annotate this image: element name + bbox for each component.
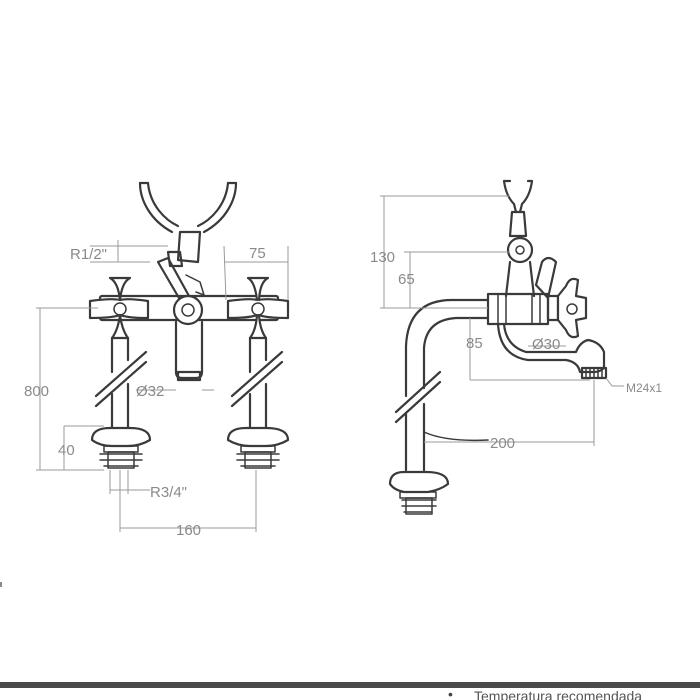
front-left-foot: [90, 426, 152, 469]
dim-75-label: 75: [249, 245, 266, 262]
dim-800-label: 800: [24, 383, 49, 400]
front-right-foot: [226, 426, 290, 469]
front-shower-holder: [138, 181, 238, 234]
side-break-lines: [394, 370, 442, 424]
front-left-cross-handle: [88, 276, 150, 340]
dim-130-label: 130: [370, 249, 395, 266]
dim-r34-label: R3/4": [150, 484, 187, 501]
front-right-leg: [248, 336, 268, 430]
front-left-leg: [110, 336, 130, 430]
side-body-block: [486, 292, 550, 326]
side-view: 130 65 85 Ø30 M24x1 200: [370, 179, 662, 515]
front-dimension-lines: [36, 240, 289, 532]
dim-65-label: 65: [398, 271, 415, 288]
dim-160-label: 160: [176, 522, 201, 539]
front-break-lines: [94, 350, 284, 408]
side-riser-pipe: [404, 298, 490, 472]
front-right-cross-handle: [226, 276, 290, 340]
footer-bullet: •: [448, 688, 453, 700]
side-diverter-lever: [534, 256, 558, 300]
dim-40-label: 40: [58, 442, 75, 459]
front-diverter-knob: [172, 294, 204, 326]
dim-30-label: Ø30: [532, 336, 560, 353]
dim-85-label: 85: [466, 335, 483, 352]
footer-strip: • Temperatura recomendada: [0, 688, 700, 700]
side-dimension-lines: [380, 195, 624, 446]
dim-32-label: Ø32: [136, 383, 164, 400]
front-holder-neck: [176, 230, 202, 264]
front-spout: [174, 320, 204, 380]
dim-200-label: 200: [490, 435, 515, 452]
side-cross-handle: [546, 277, 588, 339]
front-view: R1/2" 75 800 40 Ø32 R3/4" 160: [24, 181, 290, 539]
dim-m24-label: M24x1: [626, 381, 662, 395]
left-edge-mark: [0, 582, 2, 587]
dim-r12-label: R1/2": [70, 246, 107, 263]
side-foot: [388, 470, 450, 515]
footer-text: Temperatura recomendada: [474, 688, 643, 700]
